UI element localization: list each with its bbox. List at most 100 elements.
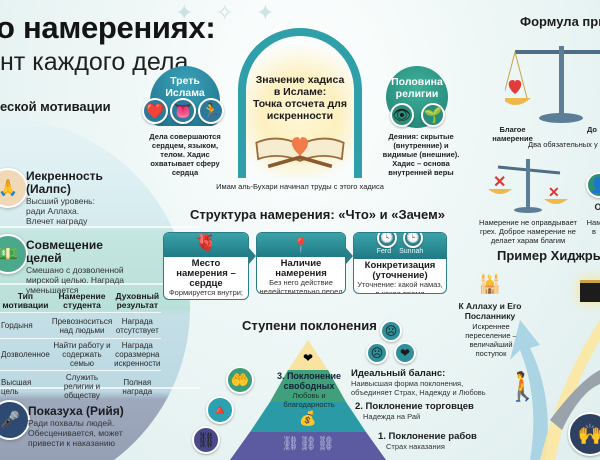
heart-organ-icon: 🫀: [194, 232, 218, 252]
table-row: Гордыня Превозноситься над людьми Наград…: [0, 312, 162, 339]
table-cell: Награда отсутствует: [113, 312, 162, 339]
level-desc: Смешано с дозволенной мирской целью. Наг…: [26, 265, 125, 295]
column-header: Духовный результат: [115, 291, 160, 310]
svg-text:✕: ✕: [493, 174, 506, 191]
clock-icon: 🕓: [377, 233, 397, 248]
traveler-icon: 🚶: [505, 371, 540, 402]
hijra-road: [510, 320, 600, 460]
half-religion-caption: Деяния: скрытые (внутренние) и видимые (…: [382, 132, 460, 177]
scale-unbalanced-icon: ✕ ✕: [488, 159, 568, 213]
hadith-title-line: Точка отсчета для: [253, 98, 347, 110]
formula-bad-caption: Намерение не оправдывает грех. Доброе на…: [479, 218, 577, 245]
good-intention-label: Благое намерение: [492, 125, 533, 143]
table-cell: Высшая цель: [0, 370, 51, 402]
hijra-title: Пример Хиджры (Н: [497, 248, 600, 263]
column-header: Намерение студента: [58, 291, 106, 310]
balance-title: Идеальный баланс:: [351, 368, 446, 379]
level-mixed: Совмещение целей Смешано с дозволенной м…: [26, 238, 136, 296]
running-man-icon: 🏃: [198, 98, 224, 124]
table-cell: Награда соразмерна искренности: [113, 338, 162, 371]
level-desc: Страх наказания: [386, 442, 445, 451]
fear-face-icon: ☹: [380, 320, 402, 342]
card-title: Конкретизация (уточнение): [364, 260, 436, 281]
svg-text:✕: ✕: [548, 184, 560, 200]
worship-pyramid: ⛓⛓⛓ 💰 ❤: [230, 340, 386, 460]
level-sincerity: Иекренность (Иалпс) Высший уровень: ради…: [26, 169, 146, 227]
tongue-icon: 👅: [170, 98, 196, 124]
partial-title: О: [594, 202, 600, 212]
table-cell: Гордыня: [0, 312, 51, 339]
level-desc: Высший уровень: ради Аллаха. Влечет нагр…: [26, 196, 95, 226]
worship-title: Ступени поклонения: [242, 318, 377, 333]
eye-icon: 👁: [390, 103, 414, 127]
divider: [0, 226, 200, 228]
table-cell: Дозволенное: [0, 338, 51, 371]
ideal-balance: Идеальный баланс: Наивысшая форма поклон…: [351, 368, 491, 397]
table-cell: Служить религии и обществу: [50, 370, 114, 402]
sprout-icon: 🌱: [421, 103, 445, 127]
worship-level-2: 2. Поклонение торговцев Надежда на Рай: [355, 402, 475, 422]
table-cell: Превозноситься над людьми: [50, 312, 114, 339]
formula-title: Формула прин: [520, 14, 600, 29]
clock-icon: 🕒: [403, 233, 423, 248]
card-title: Место намерения – сердце: [176, 258, 236, 289]
level-desc: Надежда на Рай: [363, 412, 421, 421]
level-riya: Показуха (Рийя) Ради похвалы людей. Обес…: [28, 405, 138, 449]
motivation-table: Тип мотивации Намерение студента Духовны…: [0, 290, 162, 402]
hijra-path-title: К Аллаху и Его Посланнику: [458, 301, 522, 321]
arrow-icon: [346, 248, 353, 264]
level-title: Совмещение целей: [26, 238, 103, 265]
bubble-title: религии: [395, 88, 439, 100]
hadith-title-line: Значение хадиса: [255, 74, 345, 86]
table-header-row: Тип мотивации Намерение студента Духовны…: [0, 290, 161, 313]
column-header: Тип мотивации: [2, 291, 49, 310]
svg-text:❤: ❤: [303, 351, 313, 365]
table-row: Дозволенное Найти работу и содержать сем…: [0, 338, 162, 371]
level-title: Иекренность: [26, 169, 103, 183]
bubble-title: Ислама: [165, 87, 205, 99]
broken-chains-person-icon: 🙌: [568, 412, 600, 456]
sad-face-icon: ☹: [366, 342, 388, 364]
structure-card-presence: 📍 Наличие намерения Без него действие не…: [256, 232, 346, 294]
card-title: Наличие намерения: [275, 258, 327, 279]
mixed-goals-icon: 💵: [0, 234, 28, 274]
open-hands-heart-icon: 🤲: [226, 366, 254, 394]
hijra-path-desc: Искреннее переселение – величайший посту…: [465, 322, 517, 358]
motivation-section-title: еской мотивации: [0, 99, 111, 114]
heart-organ-icon: ❤️: [142, 98, 168, 124]
svg-text:💰: 💰: [299, 410, 316, 427]
divider: [0, 283, 200, 285]
page-title: о намерениях:: [0, 10, 216, 45]
half-religion-bubble: Половина религии: [386, 66, 448, 128]
level-title-2: (Иалпс): [26, 182, 71, 196]
location-pin-icon: 📍: [292, 236, 310, 253]
third-of-islam-caption: Дела совершаются сердцем, языком, телом.…: [149, 132, 221, 177]
hadith-title-line: искренности: [266, 110, 334, 122]
balance-desc: Наивысшая форма поклонения, объединяет С…: [351, 379, 486, 397]
formula-right-label: До: [586, 125, 598, 134]
formula-caption: Два обязательных у: [528, 140, 598, 149]
level-desc: Ради похвалы людей. Обесценивается, може…: [28, 418, 123, 448]
level-title: 3. Поклонение свободных: [276, 371, 342, 391]
hadith-title-line: в Исламе:: [273, 86, 327, 98]
table-cell: Полная награда: [113, 370, 162, 402]
kaaba-icon: [580, 280, 600, 302]
table-cell: Найти работу и содержать семью: [50, 338, 114, 371]
glowing-pyramid-icon: 🔺: [206, 396, 234, 424]
bubble-title: Треть: [170, 75, 200, 87]
card-desc: Формируется внутри; произнесение вслух н…: [168, 288, 244, 299]
page-subtitle: нт каждого дела: [0, 48, 189, 76]
structure-card-heart: 🫀 Место намерения – сердце Формируется в…: [163, 232, 249, 300]
mosque-icon: 🕌: [478, 274, 502, 294]
table-row: Высшая цель Служить религии и обществу П…: [0, 370, 162, 402]
heart-icon: ❤: [394, 342, 416, 364]
scale-balanced-icon: [505, 46, 600, 123]
arrow-icon: [249, 248, 256, 264]
structure-title: Структура намерения: «Что» и «Зачем»: [190, 207, 445, 222]
chains-icon: ⛓: [192, 426, 220, 454]
card-desc: Уточнение: какой намаз, в какое время: [357, 280, 443, 294]
card-desc: Без него действие недействительно перед …: [259, 278, 343, 294]
hadith-meaning-title: Значение хадиса в Исламе: Точка отсчета …: [250, 74, 350, 122]
structure-card-specification: 🕓 🕒 Ferd Sunnah Конкретизация (уточнение…: [353, 232, 447, 294]
level-desc: Любовь и благодарность: [283, 391, 335, 409]
